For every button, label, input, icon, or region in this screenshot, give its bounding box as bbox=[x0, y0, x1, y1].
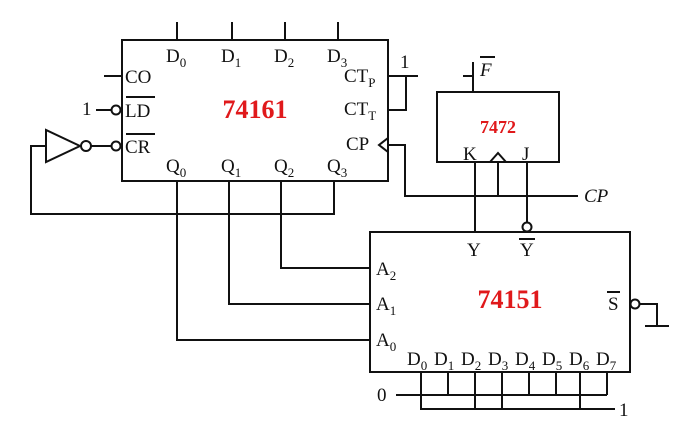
counter-q2-label: Q2 bbox=[274, 156, 294, 180]
counter-ct-tie bbox=[388, 75, 407, 111]
counter-d2-label: D2 bbox=[274, 46, 294, 70]
mux-d3-label: D3 bbox=[488, 349, 508, 373]
q1-to-a1-wire bbox=[228, 181, 370, 305]
mux-d2-label: D2 bbox=[461, 349, 481, 373]
mux-d7-label: D7 bbox=[596, 349, 617, 373]
q2-to-a2-wire bbox=[280, 181, 370, 269]
mux-d0-label: D0 bbox=[407, 349, 427, 373]
clock-wire bbox=[388, 144, 578, 197]
counter-ld-bubble bbox=[110, 104, 122, 116]
clock-label: CP bbox=[584, 186, 609, 207]
counter-q0-label: Q0 bbox=[166, 156, 186, 180]
mux-s-label: S bbox=[608, 294, 619, 315]
inverter bbox=[30, 128, 335, 215]
mux-body bbox=[369, 231, 631, 373]
flipflop-f-label: F bbox=[479, 60, 492, 81]
flipflop-j-label: J bbox=[522, 144, 529, 165]
mux-d5-label: D5 bbox=[542, 349, 562, 373]
counter-q3-label: Q3 bbox=[327, 156, 347, 180]
counter-ct-const: 1 bbox=[400, 52, 410, 73]
counter-ctt-label: CTT bbox=[344, 99, 376, 123]
mux-a1-label: A1 bbox=[376, 294, 396, 318]
counter-chip: 74161 D0 D1 D2 D3 CO 1 LD CR CTP CTT 1 C… bbox=[82, 22, 418, 182]
counter-d3-label: D3 bbox=[327, 46, 347, 70]
counter-body bbox=[121, 39, 389, 182]
mux-d4-label: D4 bbox=[515, 349, 536, 373]
mux-chip: 74151 A2 A1 A0 Y Y S D0 D1 D2 D3 D4 D5 D… bbox=[369, 231, 669, 421]
counter-co-label: CO bbox=[125, 67, 151, 88]
mux-d1-label: D1 bbox=[434, 349, 454, 373]
mux-a0-label: A0 bbox=[376, 330, 396, 354]
mux-const-zero: 0 bbox=[377, 385, 387, 406]
flipflop-body bbox=[436, 91, 560, 163]
flipflop-clock-symbol bbox=[489, 151, 507, 163]
inverter-bubble bbox=[80, 140, 92, 152]
mux-y-label: Y bbox=[467, 240, 481, 261]
mux-title: 74151 bbox=[478, 285, 543, 314]
flipflop-k-label: K bbox=[463, 144, 477, 165]
counter-ld-const: 1 bbox=[82, 99, 92, 120]
q0-to-a0-wire bbox=[176, 181, 370, 341]
counter-d0-label: D0 bbox=[166, 46, 186, 70]
flipflop-title: 7472 bbox=[480, 117, 516, 137]
counter-ld-label: LD bbox=[125, 101, 150, 122]
counter-d1-label: D1 bbox=[221, 46, 241, 70]
counter-title: 74161 bbox=[223, 95, 288, 124]
mux-ybar-bubble bbox=[521, 221, 533, 233]
counter-ctp-label: CTP bbox=[344, 66, 376, 90]
counter-cp-clock-symbol bbox=[377, 137, 389, 153]
mux-const-one: 1 bbox=[619, 400, 629, 421]
mux-d6-label: D6 bbox=[569, 349, 590, 373]
mux-s-bubble bbox=[629, 298, 641, 310]
counter-cp-label: CP bbox=[346, 134, 369, 155]
flipflop-chip: 7472 K J F bbox=[436, 56, 560, 233]
mux-ybar-label: Y bbox=[520, 240, 534, 261]
mux-s-ground-wire bbox=[640, 303, 658, 326]
feedback-wire bbox=[30, 145, 335, 215]
mux-a2-label: A2 bbox=[376, 259, 396, 283]
counter-cr-label: CR bbox=[125, 137, 151, 158]
counter-q1-label: Q1 bbox=[221, 156, 241, 180]
inverter-triangle bbox=[45, 128, 83, 164]
counter-cr-bubble bbox=[110, 140, 122, 152]
